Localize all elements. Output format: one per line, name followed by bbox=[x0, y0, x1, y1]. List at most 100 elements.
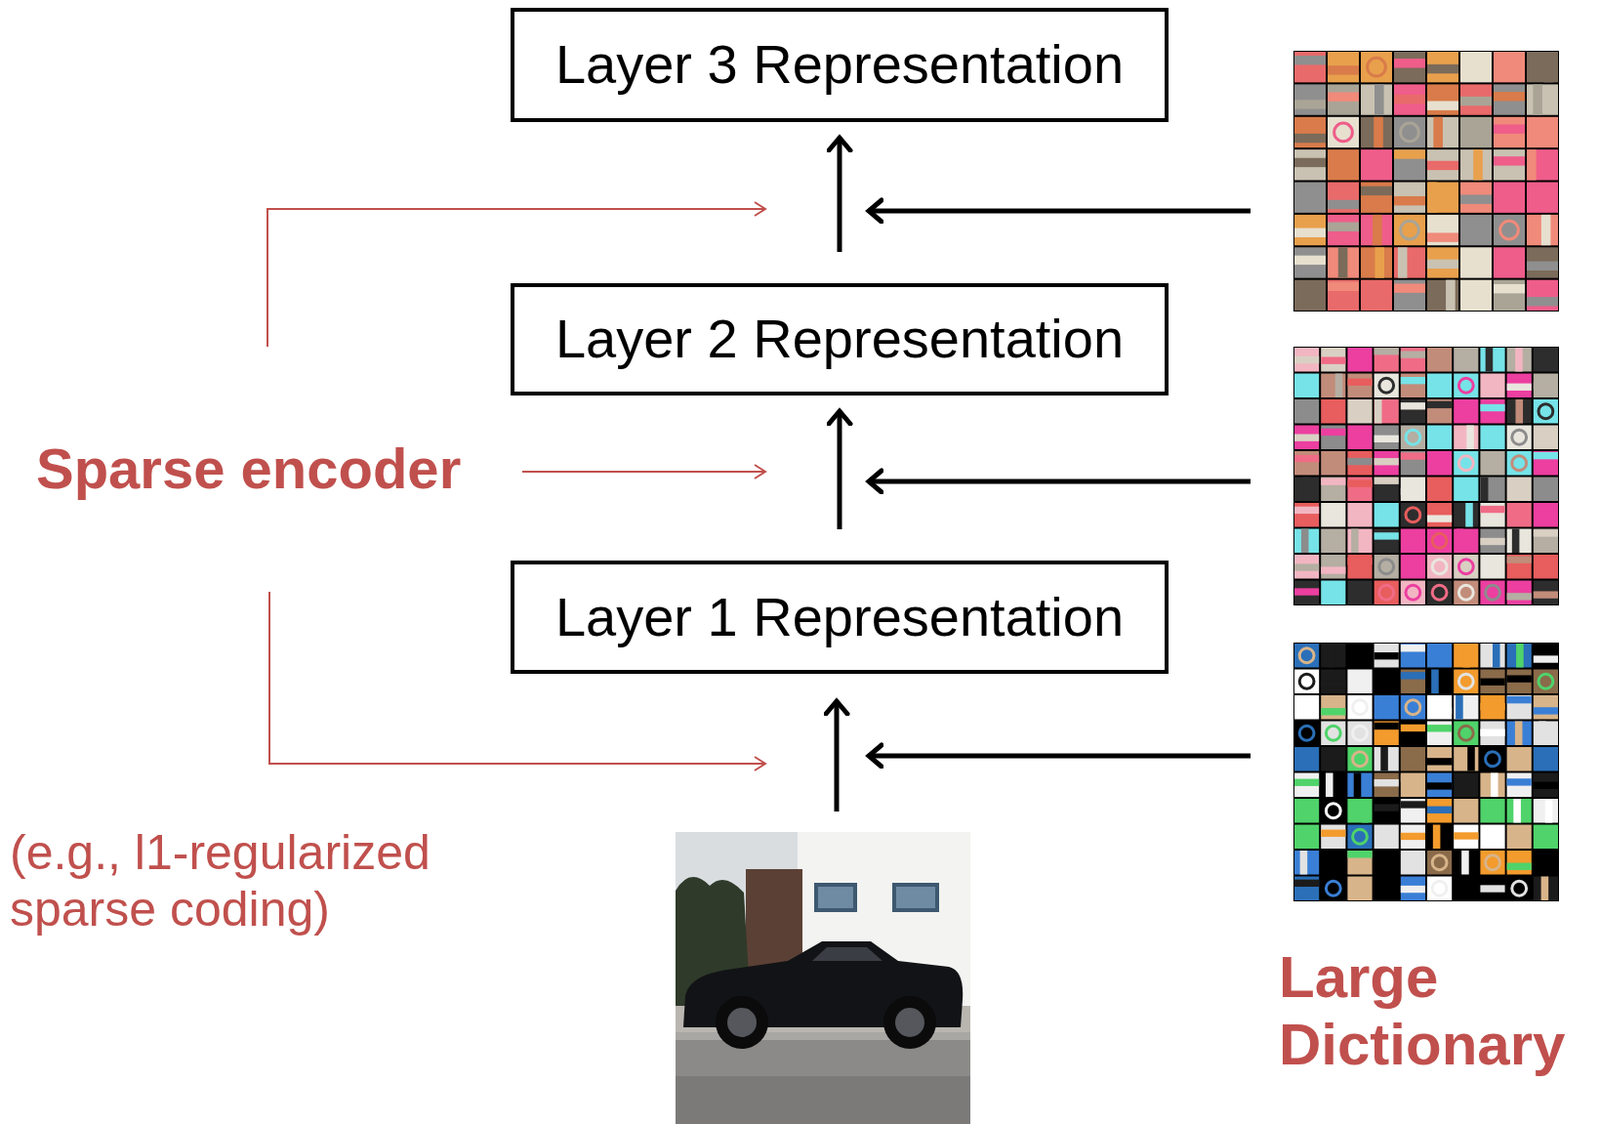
dictionary-atom bbox=[1526, 280, 1559, 311]
dictionary-stripe bbox=[1400, 376, 1426, 384]
dictionary-stripe bbox=[1347, 479, 1372, 487]
dictionary-stripe bbox=[1427, 757, 1452, 765]
dictionary-atom bbox=[1294, 876, 1319, 902]
dictionary-stripe bbox=[1394, 94, 1426, 104]
dictionary-atom bbox=[1374, 773, 1399, 798]
dictionary-stripe bbox=[1533, 781, 1559, 789]
dictionary-atom bbox=[1294, 669, 1319, 695]
dictionary-atom bbox=[1427, 798, 1452, 823]
dictionary-atom bbox=[1507, 529, 1532, 554]
dictionary-atom bbox=[1400, 746, 1426, 772]
dictionary-curve bbox=[1500, 220, 1519, 240]
dictionary-stripe bbox=[1538, 721, 1547, 746]
box-label: Layer 3 Representation bbox=[555, 33, 1124, 96]
dictionary-atom bbox=[1479, 451, 1505, 476]
dictionary-atom bbox=[1294, 580, 1319, 606]
dictionary-atom bbox=[1320, 773, 1346, 798]
dictionary-stripe bbox=[1460, 96, 1492, 106]
dictionary-atom bbox=[1320, 502, 1346, 528]
dictionary-stripe bbox=[1545, 798, 1554, 823]
dictionary-stripe bbox=[1372, 214, 1383, 246]
dictionary-atom bbox=[1507, 373, 1532, 399]
dictionary-atom bbox=[1374, 695, 1399, 720]
dictionary-atom bbox=[1460, 214, 1492, 246]
dictionary-stripe bbox=[1400, 488, 1426, 495]
dictionary-curve bbox=[1432, 584, 1447, 600]
dictionary-stripe bbox=[1347, 378, 1372, 386]
dictionary-atom bbox=[1347, 669, 1372, 695]
dictionary-atom bbox=[1453, 798, 1478, 823]
dictionary-atom bbox=[1394, 280, 1426, 311]
dictionary-stripe bbox=[1467, 746, 1476, 772]
dictionary-atom bbox=[1427, 529, 1452, 554]
dictionary-atom bbox=[1347, 502, 1372, 528]
dictionary-atom bbox=[1533, 824, 1559, 850]
dictionary-atom bbox=[1294, 502, 1319, 528]
dictionary-atom bbox=[1294, 695, 1319, 720]
dictionary-grid bbox=[1293, 642, 1559, 902]
dictionary-stripe bbox=[1400, 774, 1426, 781]
dictionary-curve bbox=[1353, 725, 1368, 740]
dictionary-stripe bbox=[1374, 457, 1399, 465]
dictionary-atom bbox=[1347, 554, 1372, 579]
dictionary-atom bbox=[1294, 214, 1326, 246]
dictionary-atom bbox=[1347, 773, 1372, 798]
dictionary-atom bbox=[1507, 773, 1532, 798]
dictionary-atom bbox=[1374, 529, 1399, 554]
dictionary-curve bbox=[1325, 803, 1341, 819]
dictionary-atom bbox=[1507, 477, 1532, 502]
dictionary-stripe bbox=[1320, 680, 1346, 688]
dictionary-curve bbox=[1485, 855, 1501, 870]
dictionary-stripe bbox=[1400, 451, 1426, 459]
dictionary-atom bbox=[1533, 554, 1559, 579]
representation-box: Layer 1 Representation bbox=[510, 560, 1169, 674]
window bbox=[814, 882, 858, 912]
dictionary-stripe bbox=[1533, 706, 1559, 714]
dictionary-atom bbox=[1507, 695, 1532, 720]
dictionary-atom bbox=[1427, 554, 1452, 579]
dictionary-curve bbox=[1405, 584, 1421, 600]
dictionary-atom bbox=[1533, 669, 1559, 695]
dictionary-stripe bbox=[1533, 451, 1559, 459]
dictionary-atom bbox=[1533, 347, 1559, 372]
dictionary-atom bbox=[1327, 149, 1359, 180]
dictionary-stripe bbox=[1294, 563, 1319, 571]
dictionary-atom bbox=[1427, 502, 1452, 528]
dictionary-curve bbox=[1432, 648, 1447, 663]
dictionary-stripe bbox=[1532, 83, 1543, 115]
dictionary-stripe bbox=[1400, 350, 1426, 358]
dictionary-stripe bbox=[1526, 149, 1537, 180]
dictionary-atom bbox=[1320, 876, 1346, 902]
wheel-rim bbox=[895, 1007, 925, 1037]
dictionary-curve bbox=[1458, 584, 1474, 600]
dictionary-curve bbox=[1512, 880, 1527, 896]
dictionary-atom bbox=[1453, 876, 1478, 902]
dictionary-atom bbox=[1320, 477, 1346, 502]
dictionary-atom bbox=[1374, 669, 1399, 695]
dictionary-curve bbox=[1485, 584, 1501, 600]
dictionary-atom bbox=[1479, 347, 1505, 372]
dictionary-curve bbox=[1405, 751, 1421, 767]
dictionary-atom bbox=[1347, 850, 1372, 875]
representation-box: Layer 2 Representation bbox=[510, 283, 1169, 396]
dictionary-stripe bbox=[1507, 383, 1532, 391]
dictionary-stripe bbox=[1544, 51, 1555, 83]
dictionary-stripe bbox=[1427, 100, 1459, 110]
dictionary-atom bbox=[1453, 721, 1478, 746]
dictionary-stripe bbox=[1479, 702, 1505, 710]
dictionary-stripe bbox=[1456, 529, 1465, 554]
dictionary-atom bbox=[1533, 746, 1559, 772]
dictionary-stripe bbox=[1400, 402, 1426, 410]
dictionary-atom bbox=[1400, 850, 1426, 875]
box-label: Layer 1 Representation bbox=[555, 585, 1124, 649]
dictionary-stripe bbox=[1431, 669, 1439, 695]
dictionary-atom bbox=[1493, 214, 1525, 246]
dictionary-stripe bbox=[1394, 149, 1426, 159]
dictionary-atom bbox=[1320, 746, 1346, 772]
dictionary-atom bbox=[1493, 149, 1525, 180]
dictionary-atom bbox=[1493, 117, 1525, 148]
dictionary-atom bbox=[1394, 51, 1426, 83]
dictionary-atom bbox=[1400, 721, 1426, 746]
dictionary-stripe bbox=[1394, 58, 1426, 68]
dictionary-atom bbox=[1294, 347, 1319, 372]
